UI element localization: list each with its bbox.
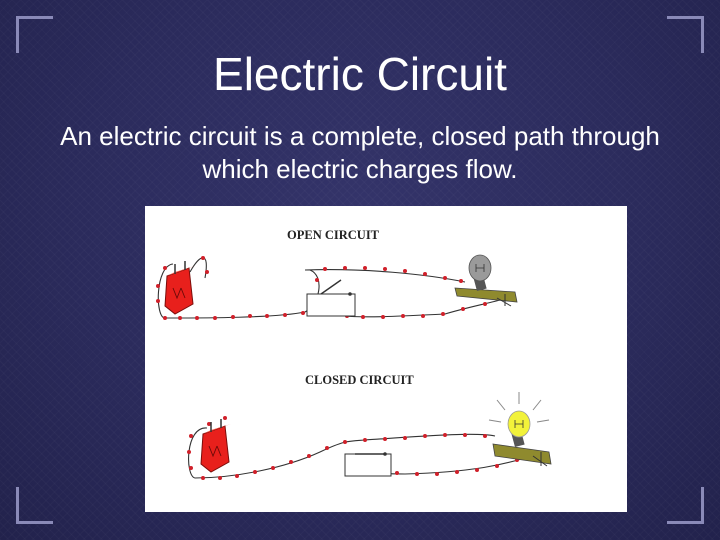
closed-battery — [200, 419, 231, 473]
closed-bulb-on — [488, 392, 552, 467]
open-battery — [164, 261, 195, 315]
slide-body-text: An electric circuit is a complete, close… — [60, 121, 660, 184]
corner-bracket-top-right — [667, 16, 704, 53]
closed-wire-dots — [187, 416, 519, 480]
open-wire-dots — [156, 256, 487, 320]
corner-bracket-top-left — [16, 16, 53, 53]
circuit-illustration: OPEN CIRCUIT — [145, 206, 627, 512]
closed-circuit-label: CLOSED CIRCUIT — [305, 373, 414, 387]
slide-title: Electric Circuit — [213, 48, 507, 100]
corner-bracket-bottom-right — [667, 487, 704, 524]
corner-bracket-bottom-left — [16, 487, 53, 524]
open-bulb-off — [454, 254, 518, 307]
closed-switch — [344, 452, 392, 477]
open-circuit-label: OPEN CIRCUIT — [287, 228, 380, 242]
open-switch — [306, 279, 356, 317]
